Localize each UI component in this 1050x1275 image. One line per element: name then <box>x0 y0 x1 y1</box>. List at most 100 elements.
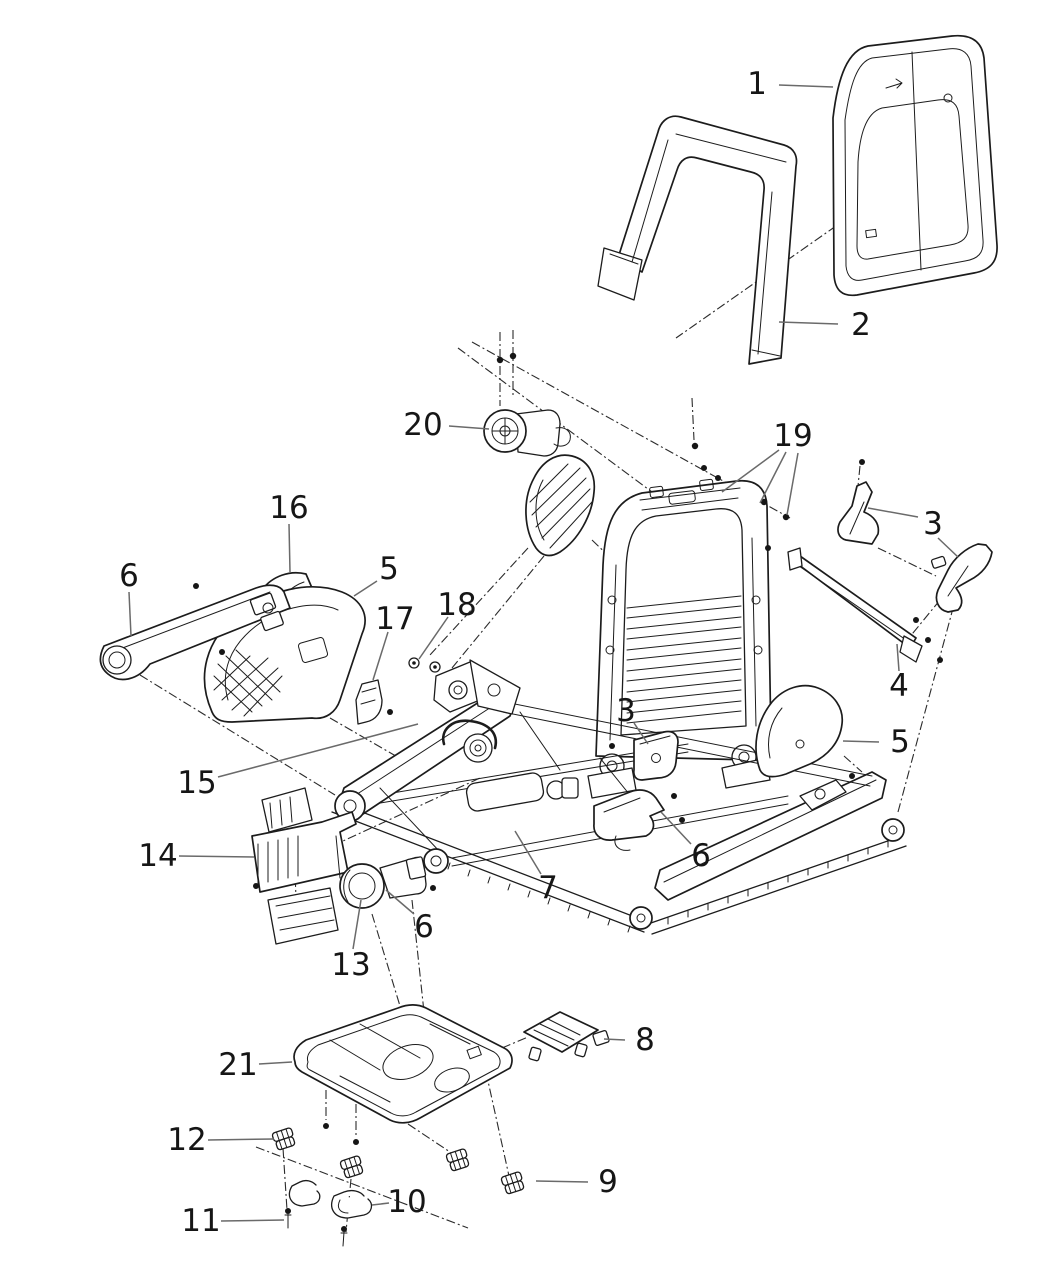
callout-6-15: 6 <box>385 889 434 945</box>
callout-label: 3 <box>923 506 943 542</box>
callout-label: 6 <box>414 909 434 945</box>
callout-label: 11 <box>181 1203 220 1239</box>
leader-line <box>937 537 959 558</box>
wire-clip <box>339 1155 364 1179</box>
part21-seat-cushion-pan <box>293 1004 513 1145</box>
callout-19-3: 19 <box>721 418 813 516</box>
callout-label: 13 <box>331 947 370 983</box>
callout-12-21: 12 <box>167 1122 275 1158</box>
part7-seat-adjuster-assembly <box>331 659 907 935</box>
part12-wire-clip <box>271 1127 296 1151</box>
part3-right-brackets <box>837 459 993 613</box>
leader-line <box>288 523 291 573</box>
leader-line <box>418 616 449 660</box>
callout-3-16: 3 <box>867 506 959 558</box>
callout-6-12: 6 <box>660 811 711 874</box>
leader-line <box>603 1038 626 1041</box>
seatback-frame <box>587 442 790 799</box>
callout-label: 7 <box>538 870 558 906</box>
leader-line <box>372 631 389 681</box>
hook-bracket <box>288 1179 321 1207</box>
leader-line <box>660 811 692 845</box>
part14-module-bracket-stack <box>251 787 357 945</box>
callout-14-10: 14 <box>138 838 255 874</box>
callout-20-2: 20 <box>403 407 490 443</box>
callout-8-20: 8 <box>603 1022 655 1058</box>
part18-nuts <box>408 657 441 673</box>
leader-line <box>867 507 919 518</box>
callout-label: 5 <box>379 551 399 587</box>
callout-label: 6 <box>691 838 711 874</box>
callout-2-1: 2 <box>778 307 871 343</box>
callout-5-18: 5 <box>842 724 910 760</box>
callout-5-5: 5 <box>353 551 399 597</box>
leader-line <box>217 723 419 778</box>
callout-label: 1 <box>747 66 767 102</box>
callout-label: 5 <box>890 724 910 760</box>
callout-label: 3 <box>616 693 636 729</box>
leader-line <box>778 84 834 88</box>
leader-line <box>786 452 799 516</box>
callout-label: 21 <box>218 1047 257 1083</box>
callout-label: 4 <box>889 668 909 704</box>
part9-wire-clip <box>500 1171 525 1195</box>
callout-6-6: 6 <box>119 558 139 637</box>
leader-line <box>778 321 839 325</box>
callout-label: 20 <box>403 407 442 443</box>
leader-line <box>352 899 362 950</box>
callout-3-11: 3 <box>616 693 649 745</box>
callout-16-4: 16 <box>269 490 309 573</box>
part6-left-support-arm <box>99 583 291 681</box>
bolster-trim <box>525 454 596 557</box>
leader-line <box>385 889 415 915</box>
part1-seatback-panel <box>832 34 998 297</box>
callout-label: 10 <box>387 1184 426 1220</box>
callout-label: 6 <box>119 558 139 594</box>
part2-closeout-frame <box>597 115 798 365</box>
screw <box>340 1226 348 1247</box>
callout-21-19: 21 <box>218 1047 293 1083</box>
callout-18-7: 18 <box>418 587 477 660</box>
part8-module <box>523 1011 610 1062</box>
leader-line <box>633 722 649 745</box>
leader-line <box>128 591 132 637</box>
leader-line <box>220 1219 285 1222</box>
part10-hook-bracket <box>331 1189 373 1219</box>
part5-right-side-shield <box>755 684 855 779</box>
leader-line <box>721 449 780 493</box>
part15-release-handle <box>441 719 498 750</box>
leader-line <box>353 580 378 597</box>
leader-line <box>448 425 490 430</box>
callout-label: 8 <box>635 1022 655 1058</box>
callout-13-14: 13 <box>331 899 371 983</box>
callout-label: 15 <box>177 765 216 801</box>
callout-label: 12 <box>167 1122 206 1158</box>
leader-line <box>896 643 900 672</box>
callout-label: 16 <box>269 490 308 526</box>
callout-label: 9 <box>598 1164 618 1200</box>
callout-label: 14 <box>138 838 177 874</box>
part3-middle-bracket <box>609 730 679 781</box>
part13-vent-duct <box>339 856 436 909</box>
callout-label: 18 <box>437 587 476 623</box>
callout-1-0: 1 <box>747 66 834 102</box>
callout-label: 19 <box>773 418 812 454</box>
leader-line <box>759 451 787 504</box>
leader-line <box>371 1202 390 1206</box>
wire-clip <box>445 1148 470 1172</box>
callout-4-17: 4 <box>889 643 909 704</box>
part11-screw <box>284 1208 292 1229</box>
leader-line <box>535 1180 589 1183</box>
callout-15-9: 15 <box>177 723 419 801</box>
callout-17-8: 17 <box>372 601 415 681</box>
part17-bracket <box>355 679 393 725</box>
callout-11-22: 11 <box>181 1203 285 1239</box>
callout-label: 17 <box>375 601 414 637</box>
leader-line <box>842 740 880 743</box>
callout-7-13: 7 <box>514 830 558 906</box>
callout-label: 2 <box>851 307 871 343</box>
part4-cross-link-bar <box>765 545 943 663</box>
callout-9-24: 9 <box>535 1164 618 1200</box>
